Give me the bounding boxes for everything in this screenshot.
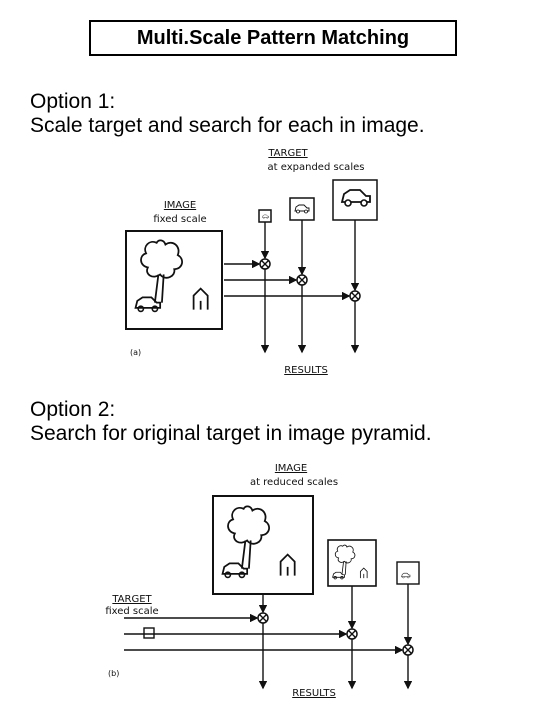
option-2-caption: Option 2: Search for original target in … [30, 398, 432, 446]
a-image-scene [134, 239, 209, 313]
a-image-label: IMAGE [164, 200, 196, 211]
a-multiplier-1 [259, 258, 271, 270]
b-multiplier-2 [346, 628, 358, 640]
diagram-a: TARGET at expanded scales IMAGE fixed sc… [125, 148, 378, 376]
a-multiplier-2 [296, 274, 308, 286]
option-1-caption: Option 1: Scale target and search for ea… [30, 90, 425, 138]
a-target-label: TARGET [267, 148, 308, 159]
b-results-label: RESULTS [292, 688, 336, 699]
b-image-sublabel: at reduced scales [250, 477, 338, 488]
diagram-b: IMAGE at reduced scales TARGET fixed sca… [105, 463, 420, 699]
b-image-label: IMAGE [275, 463, 307, 474]
a-target-small [258, 209, 272, 223]
a-multiplier-3 [349, 290, 361, 302]
a-image-frame [125, 230, 223, 330]
b-multiplier-3 [402, 644, 414, 656]
option-2-text: Search for original target in image pyra… [30, 422, 432, 445]
b-panel-tag: (b) [108, 669, 119, 678]
option-1-heading: Option 1: [30, 90, 116, 113]
b-target-sublabel: fixed scale [105, 606, 158, 617]
a-target-sublabel: at expanded scales [268, 162, 365, 173]
a-panel-tag: (a) [130, 348, 141, 357]
b-image-level-2 [396, 561, 420, 585]
b-target-label: TARGET [111, 594, 152, 605]
page-title: Multi.Scale Pattern Matching [89, 20, 457, 56]
b-target-small [143, 627, 155, 639]
option-2-heading: Option 2: [30, 398, 116, 421]
option-1-text: Scale target and search for each in imag… [30, 114, 425, 137]
b-multiplier-1 [257, 612, 269, 624]
a-image-sublabel: fixed scale [153, 214, 206, 225]
a-target-medium [289, 197, 315, 221]
a-results-label: RESULTS [284, 365, 328, 376]
